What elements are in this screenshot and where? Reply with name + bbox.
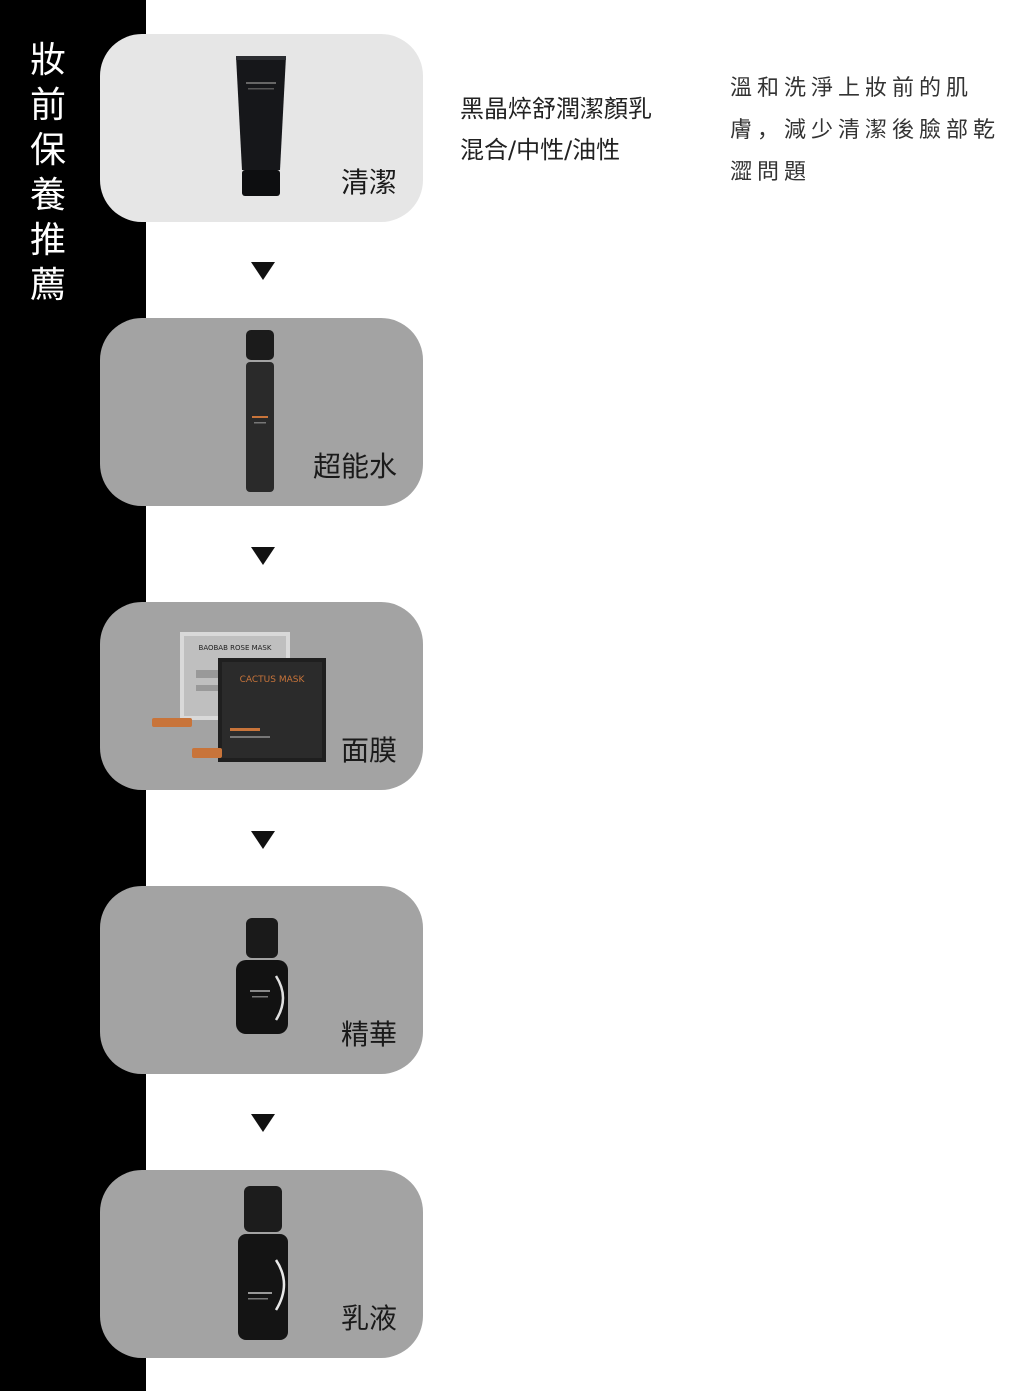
step-card-toner[interactable]: 超能水 (100, 318, 423, 506)
cleanser-tube-icon (236, 56, 286, 196)
serum-bottle-icon (236, 918, 288, 1034)
down-arrow-icon (251, 547, 275, 565)
mask-sachet-icon: BAOBAB ROSE MASK CACTUS MASK (152, 632, 326, 762)
lotion-bottle-icon (238, 1186, 288, 1340)
down-arrow-icon (251, 262, 275, 280)
step-label-serum: 精華 (340, 1018, 397, 1051)
skin-type: 混合/中性/油性 (460, 136, 621, 164)
mask-front-label: CACTUS MASK (240, 675, 306, 685)
step-card-mask[interactable]: BAOBAB ROSE MASK CACTUS MASK 面膜 (100, 602, 423, 790)
step-card-serum[interactable]: 精華 (100, 886, 423, 1074)
product-description: 溫和洗淨上妝前的肌膚，減少清潔後臉部乾澀問題 (730, 76, 1001, 185)
down-arrow-icon (251, 1114, 275, 1132)
step-card-lotion[interactable]: 乳液 (100, 1170, 423, 1358)
step-label-cleanse: 清潔 (340, 166, 397, 199)
down-arrow-icon (251, 831, 275, 849)
step-label-toner: 超能水 (312, 450, 397, 483)
product-name: 黑晶焠舒潤潔顏乳 (460, 95, 652, 123)
step-card-cleanse[interactable]: 清潔 (100, 34, 423, 222)
step-label-mask: 面膜 (340, 734, 397, 767)
step-label-lotion: 乳液 (340, 1302, 397, 1335)
toner-bottle-icon (246, 330, 274, 492)
mask-back-label: BAOBAB ROSE MASK (199, 644, 272, 652)
sidebar-title: 妝前保養推薦 (29, 40, 66, 306)
